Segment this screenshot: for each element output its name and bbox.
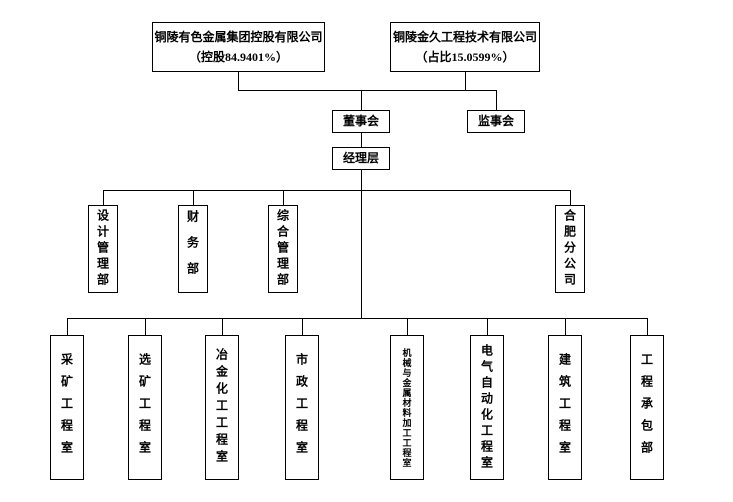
connector-line: [361, 190, 362, 318]
connector-line: [145, 318, 146, 335]
connector-line: [570, 190, 571, 205]
office-box: 采矿工程室: [50, 335, 84, 480]
management-label: 经理层: [342, 151, 379, 166]
department-box: 财务部: [178, 205, 208, 293]
connector-line: [647, 318, 648, 335]
office-label: 电气自动化工程室: [479, 343, 494, 472]
office-box: 选矿工程室: [128, 335, 162, 480]
connector-line: [103, 190, 571, 191]
connector-line: [302, 318, 303, 335]
connector-line: [361, 170, 362, 190]
board-box: 董事会: [332, 110, 390, 133]
office-label: 冶金化工工程室: [214, 348, 229, 467]
shareholder-right-box: 铜陵金久工程技术有限公司 （占比15.0599%）: [390, 22, 540, 72]
department-label: 设计管理部: [95, 209, 110, 289]
office-box: 电气自动化工程室: [470, 335, 504, 480]
office-box: 建筑工程室: [548, 335, 582, 480]
connector-line: [565, 318, 566, 335]
department-label: 合肥分公司: [562, 209, 577, 289]
shareholder-right-name: 铜陵金久工程技术有限公司: [392, 29, 537, 44]
connector-line: [103, 190, 104, 205]
shareholder-left-name: 铜陵有色金属集团控股有限公司: [154, 29, 323, 44]
office-box: 市政工程室: [285, 335, 319, 480]
connector-line: [238, 90, 497, 91]
department-label: 财务部: [185, 210, 200, 288]
management-box: 经理层: [332, 147, 390, 170]
connector-line: [222, 318, 223, 335]
connector-line: [407, 318, 408, 335]
shareholder-right-stake: （占比15.0599%）: [415, 50, 515, 64]
connector-line: [283, 190, 284, 205]
office-label: 选矿工程室: [137, 352, 152, 463]
office-box: 工程承包部: [630, 335, 664, 480]
office-label: 市政工程室: [294, 352, 309, 463]
office-label: 建筑工程室: [557, 352, 572, 463]
department-box: 综合管理部: [268, 205, 298, 293]
connector-line: [238, 72, 239, 90]
connector-line: [487, 318, 488, 335]
office-label: 机械与金属材料加工工程室: [401, 347, 412, 468]
supervisory-board-label: 监事会: [477, 114, 514, 129]
supervisory-board-box: 监事会: [467, 110, 525, 133]
connector-line: [361, 133, 362, 147]
shareholder-left-stake: （控股84.9401%）: [188, 50, 288, 64]
office-label: 采矿工程室: [59, 352, 74, 463]
connector-line: [496, 90, 497, 110]
board-label: 董事会: [342, 114, 379, 129]
connector-line: [193, 190, 194, 205]
connector-line: [67, 318, 648, 319]
department-label: 综合管理部: [275, 209, 290, 289]
shareholder-left-box: 铜陵有色金属集团控股有限公司 （控股84.9401%）: [152, 22, 325, 72]
connector-line: [67, 318, 68, 335]
department-box: 设计管理部: [88, 205, 118, 293]
department-box: 合肥分公司: [555, 205, 585, 293]
connector-line: [465, 72, 466, 90]
office-box: 机械与金属材料加工工程室: [390, 335, 424, 480]
office-label: 工程承包部: [639, 352, 654, 463]
connector-line: [361, 90, 362, 110]
office-box: 冶金化工工程室: [205, 335, 239, 480]
